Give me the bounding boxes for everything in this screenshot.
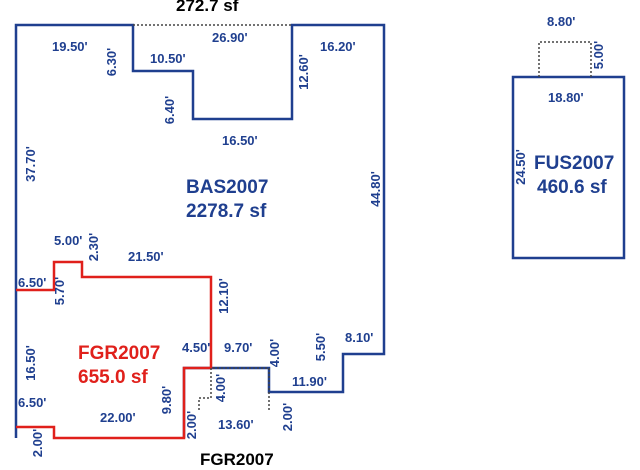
dim-label: 9.70' — [224, 340, 253, 355]
dim-label: 6.50' — [18, 395, 47, 410]
dim-label: 6.40' — [162, 95, 178, 125]
dim-label: 2.00' — [184, 410, 200, 440]
dim-label: 5.50' — [313, 332, 329, 362]
dim-label: 19.50' — [52, 39, 88, 54]
dim-label: 16.50' — [222, 133, 258, 148]
dim-label: 2.30' — [86, 232, 102, 262]
bas-code: BAS2007 — [186, 177, 269, 198]
dim-label: 22.00' — [100, 410, 136, 425]
dim-label: 11.90' — [292, 374, 327, 389]
top-cutout-dashed-sides — [192, 71, 293, 120]
bottom-cut-label: FGR2007 — [200, 450, 274, 469]
dim-label: 18.80' — [548, 90, 584, 105]
fgr-area: 655.0 sf — [78, 367, 148, 388]
dim-label: 24.50' — [512, 149, 528, 185]
dim-label: 37.70' — [22, 146, 38, 182]
dim-label: 16.20' — [320, 39, 356, 54]
dim-label: 5.00' — [591, 40, 607, 70]
bottom-bump-dashed — [198, 367, 270, 410]
bas-area: 2278.7 sf — [186, 201, 267, 222]
dim-label: 6.30' — [104, 47, 120, 77]
dim-label: 4.00' — [213, 373, 229, 403]
dim-label: 21.50' — [128, 249, 164, 264]
fus-area: 460.6 sf — [537, 177, 607, 198]
fus-dashed-bump — [538, 41, 592, 77]
fus-outline — [511, 75, 626, 260]
dim-label: 5.70' — [52, 276, 68, 306]
fus-code: FUS2007 — [534, 153, 615, 174]
dim-label: 10.50' — [150, 51, 186, 66]
dim-label: 2.00' — [30, 428, 46, 458]
dim-label: 13.60' — [218, 417, 254, 432]
floor-plan-sketch — [14, 23, 626, 440]
top-cut-label: 272.7 sf — [176, 0, 239, 15]
dim-label: 2.00' — [280, 402, 296, 432]
dim-label: 12.10' — [215, 278, 231, 314]
dim-label: 4.50' — [182, 340, 211, 355]
dim-label: 44.80' — [367, 171, 383, 207]
dim-label: 4.00' — [267, 338, 283, 368]
dim-label: 8.80' — [547, 14, 576, 29]
dim-label: 9.80' — [159, 385, 175, 415]
dim-label: 12.60' — [295, 54, 311, 90]
fgr-code: FGR2007 — [78, 343, 161, 364]
dim-label: 6.50' — [18, 275, 47, 290]
dim-label: 16.50' — [22, 345, 38, 381]
dim-label: 5.00' — [54, 233, 83, 248]
fgr-outline — [16, 260, 213, 440]
dim-label: 26.90' — [212, 30, 248, 45]
dim-label: 8.10' — [345, 330, 374, 345]
bas-outline — [14, 23, 386, 438]
